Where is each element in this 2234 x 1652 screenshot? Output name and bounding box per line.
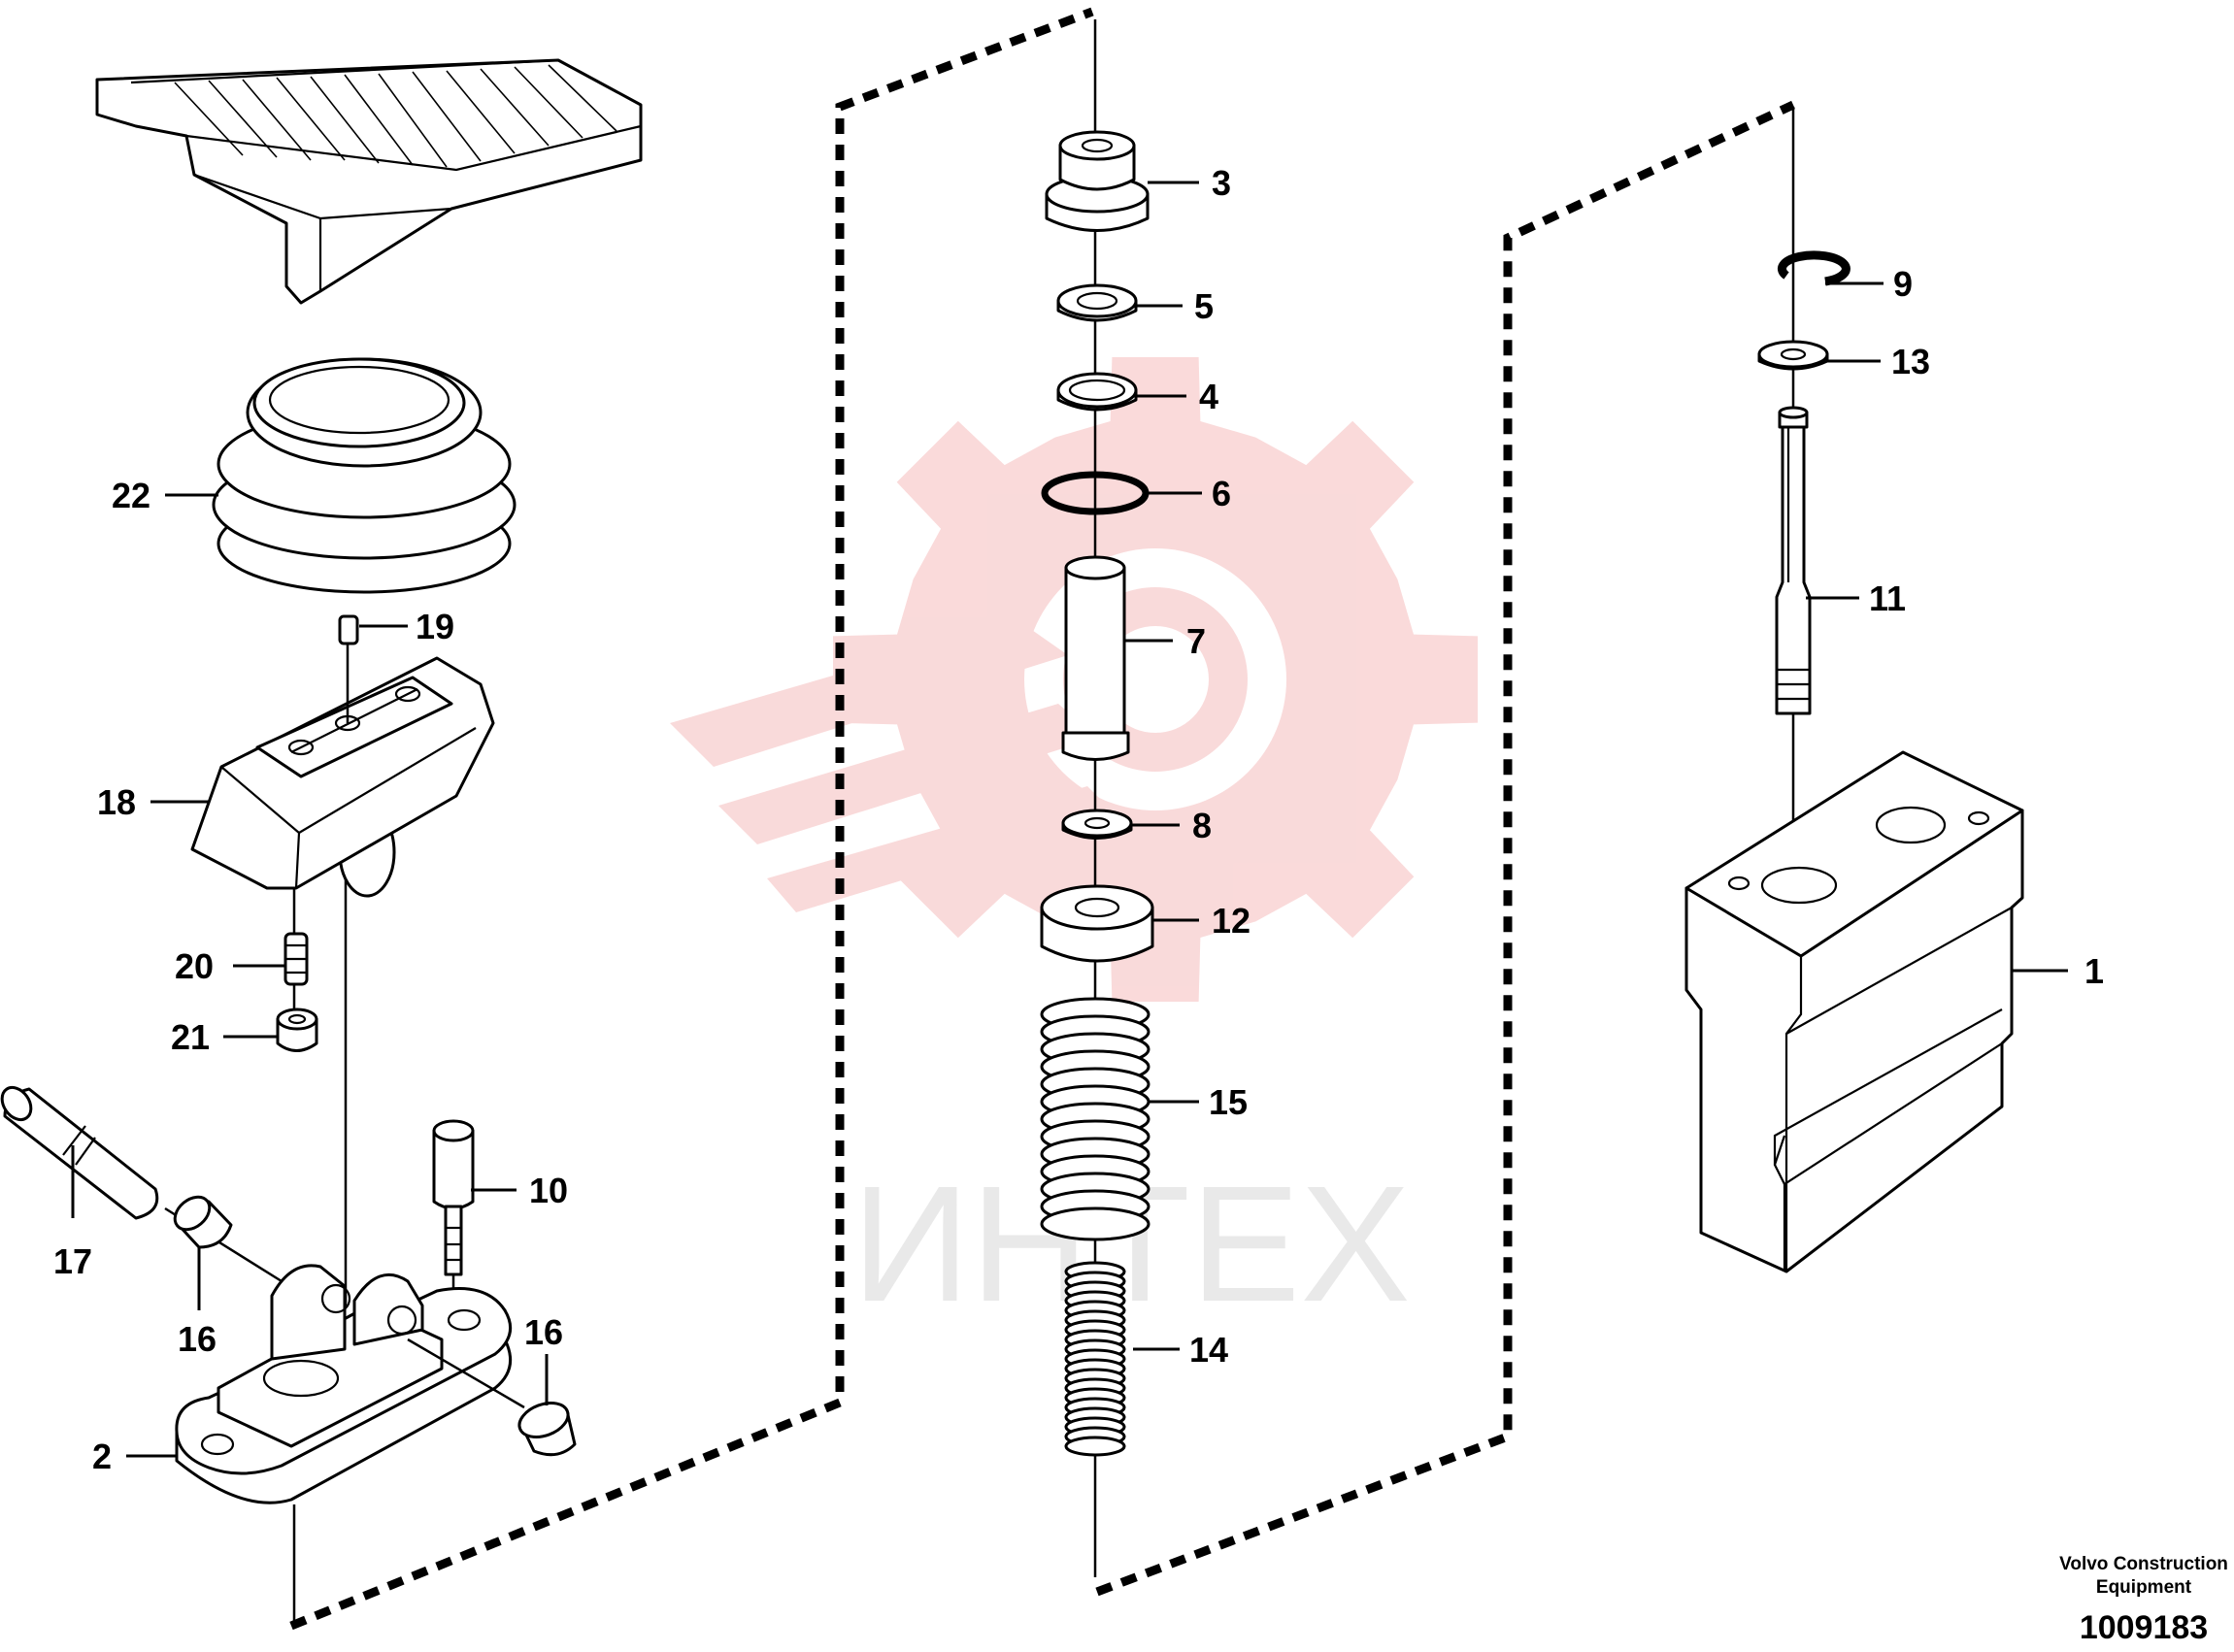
callout-19: 19 — [359, 607, 454, 646]
set-screw — [338, 614, 359, 645]
callout-7: 7 — [1124, 621, 1206, 661]
spring-coil — [1064, 1436, 1126, 1457]
callout-5: 5 — [1136, 286, 1214, 326]
callout-22: 22 — [112, 476, 218, 515]
callout-16-left: 16 — [178, 1247, 217, 1359]
mounting-base — [175, 1264, 525, 1504]
spring-coil — [1040, 1206, 1150, 1241]
svg-text:19: 19 — [416, 607, 454, 646]
seal-cap — [1045, 130, 1150, 232]
snap-ring — [1777, 250, 1851, 286]
inner-spring — [1064, 1261, 1126, 1457]
callout-13: 13 — [1827, 342, 1930, 381]
svg-text:15: 15 — [1209, 1082, 1248, 1122]
right-section-boundary — [1095, 100, 1795, 1597]
foot-pedal — [95, 58, 643, 305]
callout-14: 14 — [1133, 1330, 1228, 1370]
callout-1: 1 — [2012, 951, 2104, 991]
bushing-left — [173, 1195, 233, 1249]
lock-nut — [276, 1008, 318, 1052]
callout-20: 20 — [175, 946, 285, 986]
svg-text:10: 10 — [529, 1171, 568, 1210]
spring-seat — [1040, 884, 1154, 963]
svg-text:22: 22 — [112, 476, 150, 515]
svg-text:11: 11 — [1869, 578, 1906, 618]
svg-text:12: 12 — [1212, 901, 1250, 941]
callout-18: 18 — [97, 782, 209, 822]
svg-text:6: 6 — [1212, 474, 1231, 513]
callout-21: 21 — [171, 1017, 278, 1057]
manufacturer-credit-line-1: Volvo Construction — [2059, 1554, 2228, 1574]
push-rod — [1775, 406, 1812, 715]
left-section-boundary — [289, 7, 1094, 1631]
svg-text:4: 4 — [1199, 377, 1218, 416]
callout-12: 12 — [1152, 901, 1250, 941]
svg-text:14: 14 — [1189, 1330, 1228, 1370]
flat-washer — [1757, 340, 1829, 371]
callout-10: 10 — [471, 1171, 568, 1210]
svg-text:1: 1 — [2084, 951, 2104, 991]
callout-9: 9 — [1825, 264, 1913, 304]
seal-ring — [1056, 372, 1138, 412]
pedal-assembly — [0, 58, 643, 1504]
return-spring — [1040, 997, 1150, 1241]
svg-text:2: 2 — [92, 1437, 112, 1476]
pedal-hatching — [174, 64, 617, 168]
bushing-right — [517, 1402, 577, 1457]
pedal-bracket — [190, 641, 495, 898]
valve-body-assembly — [1684, 250, 2024, 1273]
valve-body — [1684, 750, 2024, 1273]
svg-text:16: 16 — [178, 1319, 217, 1359]
plunger — [1061, 555, 1130, 761]
svg-text:20: 20 — [175, 946, 214, 986]
callout-17: 17 — [53, 1145, 92, 1281]
svg-text:18: 18 — [97, 782, 136, 822]
svg-text:5: 5 — [1194, 286, 1214, 326]
svg-text:8: 8 — [1192, 806, 1212, 845]
svg-text:16: 16 — [524, 1312, 563, 1352]
svg-text:21: 21 — [171, 1017, 210, 1057]
svg-text:3: 3 — [1212, 163, 1231, 203]
svg-text:17: 17 — [53, 1241, 92, 1281]
gear-stripe-1 — [670, 621, 1068, 767]
callout-3: 3 — [1148, 163, 1231, 203]
valve-stack — [1040, 130, 1154, 1457]
hinge-pin — [0, 1085, 283, 1283]
svg-text:7: 7 — [1186, 621, 1206, 661]
callout-labels: 1 2 3 4 5 6 7 8 — [53, 163, 2104, 1476]
gear-stripe-3 — [767, 786, 1117, 912]
callout-11: 11 — [1806, 578, 1906, 618]
callout-2: 2 — [92, 1437, 177, 1476]
rubber-boot — [212, 357, 517, 594]
svg-text:13: 13 — [1891, 342, 1930, 381]
gear-core-icon — [1102, 626, 1209, 733]
svg-text:9: 9 — [1893, 264, 1913, 304]
document-number: 1009183 — [2080, 1609, 2208, 1646]
gear-stripe-2 — [718, 704, 1097, 844]
manufacturer-credit-line-2: Equipment — [2096, 1577, 2192, 1598]
callout-6: 6 — [1146, 474, 1231, 513]
callout-15: 15 — [1149, 1082, 1248, 1122]
callout-4: 4 — [1136, 377, 1218, 416]
adjusting-screw — [283, 932, 309, 986]
callout-16-right: 16 — [524, 1312, 563, 1405]
spacer-washer — [1061, 809, 1133, 840]
retaining-washer — [1056, 283, 1138, 322]
callout-8: 8 — [1131, 806, 1212, 845]
cap-screw — [432, 1119, 475, 1315]
